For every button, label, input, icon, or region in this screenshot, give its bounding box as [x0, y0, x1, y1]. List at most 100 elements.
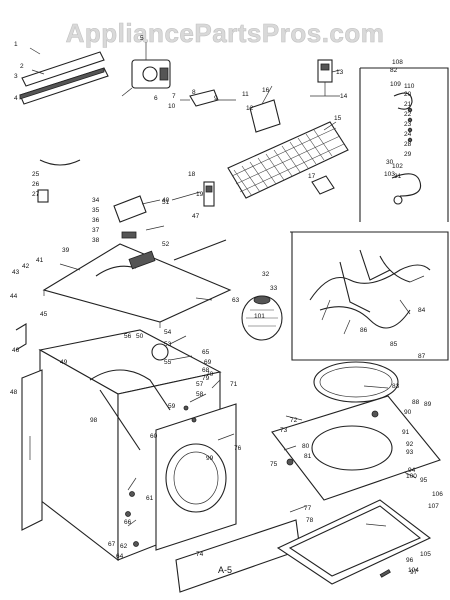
callout-labels: 1 2 3 4 5 6 7 8 9 10 11 12 13 14 15 16 1… [10, 35, 443, 576]
plate[interactable] [249, 99, 281, 133]
callout: 95 [420, 477, 428, 484]
callout: 69 [204, 359, 212, 366]
callout: 52 [162, 241, 170, 248]
wire-harness[interactable] [309, 249, 431, 335]
page-code: A-5 [218, 565, 233, 575]
callout: 100 [406, 473, 417, 480]
base-plate[interactable] [271, 395, 441, 501]
side-panel[interactable] [21, 369, 43, 531]
callout: 11 [242, 91, 249, 98]
hinge-plate[interactable] [113, 195, 147, 239]
callout: 31 [394, 173, 402, 180]
callout: 50 [136, 333, 144, 340]
hardware [29, 405, 391, 578]
callout: 41 [36, 257, 44, 264]
callout: 66 [124, 519, 132, 526]
callout: 46 [12, 347, 20, 354]
callout: 102 [392, 163, 403, 170]
callout: 74 [196, 551, 204, 558]
callout: 24 [404, 131, 412, 138]
callout: 54 [164, 329, 172, 336]
callout: 103 [384, 171, 395, 178]
callout: 36 [92, 217, 100, 224]
callout: 21 [404, 101, 412, 108]
callout: 107 [428, 503, 439, 510]
hinge[interactable] [311, 175, 335, 195]
callout: 81 [304, 453, 312, 460]
callout: 43 [12, 269, 20, 276]
callout: 15 [334, 115, 342, 122]
side-bracket[interactable] [15, 323, 27, 351]
callout: 57 [196, 381, 204, 388]
callout: 71 [230, 381, 238, 388]
bracket[interactable] [180, 89, 219, 107]
callout: 85 [390, 341, 398, 348]
callout: 47 [192, 213, 200, 220]
callout: 67 [108, 541, 116, 548]
callout: 65 [202, 349, 210, 356]
callout: 4 [14, 95, 18, 102]
callout: 59 [168, 403, 176, 410]
callout: 70 [206, 371, 214, 378]
callout: 26 [32, 181, 40, 188]
clip[interactable] [203, 181, 215, 207]
callout: 109 [390, 81, 401, 88]
callout: 10 [168, 103, 176, 110]
callout: 58 [196, 391, 204, 398]
callout: 16 [262, 87, 270, 94]
callout: 64 [116, 553, 124, 560]
callout: 35 [92, 207, 100, 214]
top-cover[interactable] [42, 243, 232, 328]
callout: 60 [150, 433, 158, 440]
callout: 62 [120, 543, 128, 550]
switch-part[interactable] [310, 59, 340, 97]
hose-clamp[interactable] [37, 159, 81, 203]
callout: 48 [10, 389, 18, 396]
callout: 22 [404, 111, 412, 118]
callout: 49 [60, 359, 68, 366]
callout: 98 [90, 417, 98, 424]
screw-column [407, 107, 413, 143]
callout: 39 [62, 247, 70, 254]
callout: 5 [140, 35, 144, 42]
callout: 84 [418, 307, 426, 314]
callout: 80 [302, 443, 310, 450]
rod[interactable] [173, 239, 227, 261]
callout: 89 [424, 401, 432, 408]
callout: 91 [402, 429, 410, 436]
wiring-frame [290, 67, 449, 361]
callout: 38 [92, 237, 100, 244]
callout: 20 [404, 91, 412, 98]
gasket-ring[interactable] [313, 361, 399, 403]
callout: 34 [92, 197, 100, 204]
callout: 75 [270, 461, 278, 468]
callout: 108 [392, 59, 403, 66]
callout: 29 [404, 151, 412, 158]
callout: 27 [32, 191, 40, 198]
grille-panel[interactable] [227, 121, 349, 199]
callout: 18 [188, 171, 196, 178]
callout: 61 [146, 495, 154, 502]
callout: 97 [410, 569, 418, 576]
frame[interactable] [276, 499, 432, 585]
callout: 94 [408, 467, 416, 474]
leader-lines [29, 42, 417, 527]
callout: 86 [360, 327, 368, 334]
console-panel[interactable] [19, 51, 109, 105]
callout: 1 [14, 41, 18, 48]
callout: 32 [262, 271, 270, 278]
callout: 51 [162, 199, 170, 206]
callout: 101 [254, 313, 265, 320]
callout: 96 [406, 557, 414, 564]
callout: 110 [404, 83, 415, 90]
wire-clip[interactable] [391, 92, 422, 205]
callout: 13 [336, 69, 344, 76]
motor[interactable] [241, 295, 283, 341]
timer-assembly[interactable] [121, 59, 171, 97]
callout: 14 [340, 93, 348, 100]
callout: 72 [290, 417, 298, 424]
callout: 2 [20, 63, 24, 70]
callout: 73 [280, 427, 288, 434]
door-panel[interactable] [155, 403, 237, 551]
